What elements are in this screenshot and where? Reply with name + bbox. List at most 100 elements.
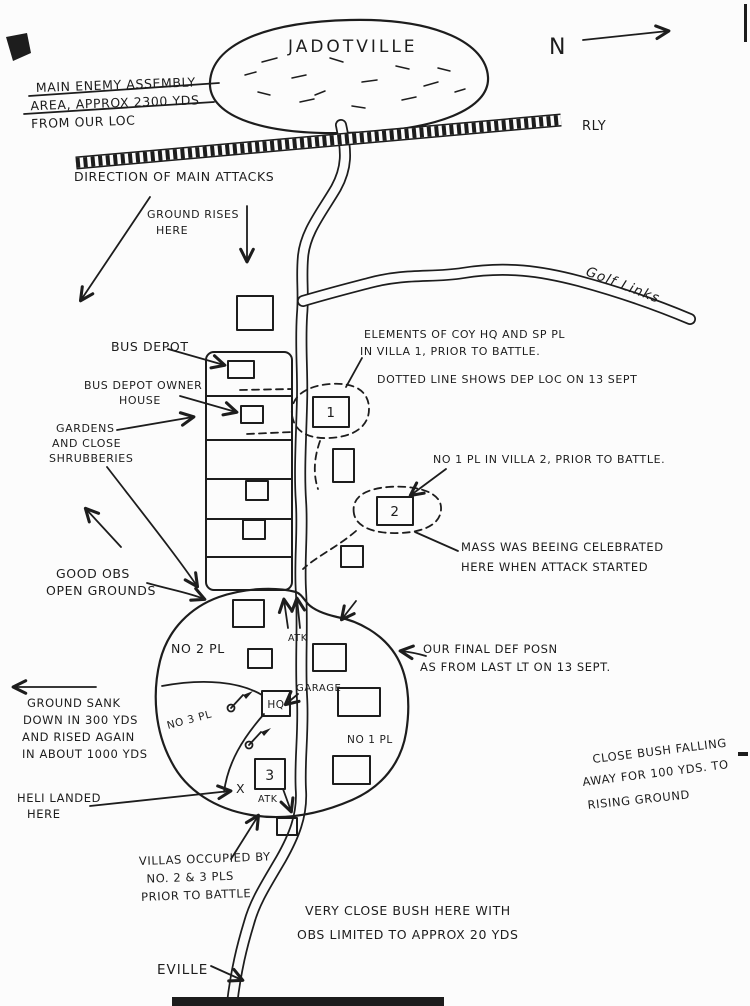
villa-1-building (312, 396, 350, 428)
weapon-position-flag-1 (226, 691, 253, 713)
no1pl-villa2-note: NO 1 PL IN VILLA 2, PRIOR TO BATTLE. (433, 453, 665, 466)
garden-plot-dividers (206, 395, 292, 558)
owner-house-arrow (179, 395, 239, 417)
jadotville-town-outline (208, 18, 490, 135)
small-roadside-square (340, 545, 364, 568)
atk-south-label: ATK (258, 794, 278, 805)
garden-outbuilding-2 (242, 519, 266, 540)
final-def-arrow (398, 644, 427, 661)
villas-occupied-line2: NO. 2 & 3 PLS (146, 869, 234, 886)
eville-label: EVILLE (157, 962, 208, 978)
mass-pointer-line (414, 531, 459, 552)
bus-depot-owner-line1: BUS DEPOT OWNER (84, 379, 202, 392)
atk-arrow-south (279, 788, 295, 814)
coy-hq-note-line1: ELEMENTS OF COY HQ AND SP PL (364, 328, 565, 341)
dep-loc-dashed-link-1 (239, 388, 293, 391)
garden-outbuilding-1 (245, 480, 269, 501)
villa1-dep-loc-dashed (291, 382, 370, 439)
final-def-line1: OUR FINAL DEF POSN (423, 642, 558, 656)
bus-depot-owner-house-building (240, 405, 264, 424)
ground-sank-line4: IN ABOUT 1000 YDS (22, 747, 148, 761)
mass-note-line1: MASS WAS BEEING CELEBRATED (461, 540, 664, 554)
gardens-line1: GARDENS (56, 422, 115, 435)
enemy-assembly-note: MAIN ENEMY ASSEMBLY AREA, APPROX 2300 YD… (30, 74, 200, 132)
good-obs-line1: GOOD OBS (56, 566, 130, 581)
heli-arrow (89, 784, 233, 807)
villa-2-building (376, 496, 414, 526)
gardens-line2: AND CLOSE (52, 437, 121, 450)
scan-artifact-bottom-bar (172, 997, 444, 1006)
dep-loc-dashed-link-4 (302, 530, 357, 570)
villas-occupied-arrow (230, 813, 261, 860)
bus-depot-owner-line2: HOUSE (119, 394, 161, 407)
dotted-line-note: DOTTED LINE SHOWS DEP LOC ON 13 SEPT (377, 373, 638, 386)
bus-depot-label: BUS DEPOT (111, 339, 189, 354)
bus-depot-building (227, 360, 255, 379)
weapon-position-flag-2 (244, 728, 271, 750)
heli-x-mark: X (236, 781, 245, 796)
very-close-bush-line1: VERY CLOSE BUSH HERE WITH (305, 903, 511, 918)
villa-3-number: 3 (265, 768, 275, 784)
junction-compound (236, 295, 274, 331)
ground-rises-line2: HERE (156, 224, 188, 237)
enemy-assembly-line2: AREA, APPROX 2300 YDS (30, 92, 200, 113)
bus-depot-arrow (167, 348, 227, 370)
no1pl-building-mid (337, 687, 381, 717)
good-obs-arrow-right (146, 582, 207, 602)
scan-artifact-corner (6, 33, 31, 61)
pen-stroke-1 (28, 82, 220, 97)
eville-arrow (210, 965, 245, 983)
atk-north-label: ATK (288, 633, 308, 644)
villa-2-number: 2 (390, 504, 399, 520)
scan-artifact-edge-mid (738, 752, 748, 756)
roadside-building (332, 448, 355, 483)
no2pl-outbuilding (247, 648, 273, 669)
ground-sank-line2: DOWN IN 300 YDS (23, 713, 138, 727)
good-obs-line2: OPEN GROUNDS (46, 583, 156, 598)
no1pl-building-upper (312, 643, 347, 672)
gardens-line3: SHRUBBERIES (49, 452, 133, 465)
no1pl-label: NO 1 PL (347, 734, 393, 746)
town-texture-scribbles (244, 57, 466, 109)
atk-arrow-diagonal (339, 600, 357, 622)
ground-sank-line1: GROUND SANK (27, 696, 121, 710)
town-label: JADOTVILLE (287, 37, 418, 57)
hq-label: HQ (267, 699, 284, 711)
dep-loc-dashed-link-2 (246, 431, 293, 435)
garage-arrow (283, 690, 301, 707)
villa-1-number: 1 (326, 405, 335, 421)
good-obs-arrow-up (83, 506, 122, 548)
direction-attacks-label: DIRECTION OF MAIN ATTACKS (74, 169, 274, 184)
platoon-boundary-line-1 (161, 680, 263, 696)
scan-artifact-edge-top (744, 4, 747, 42)
villas-occupied-line3: PRIOR TO BATTLE (141, 886, 252, 904)
atk-arrow-up-2 (290, 596, 307, 629)
enemy-assembly-line3: FROM OUR LOC (31, 113, 136, 132)
southern-small-building (276, 817, 298, 836)
heli-landed-line1: HELI LANDED (17, 791, 101, 805)
coy-hq-pointer-line (345, 357, 363, 388)
atk-arrow-up-1 (277, 597, 294, 629)
pen-stroke-2 (23, 101, 215, 115)
no2pl-villa-building (232, 599, 265, 628)
dep-loc-dashed-link-3 (313, 440, 321, 490)
compass-n-label: N (549, 35, 566, 60)
villa-3-building (254, 758, 286, 790)
railway-label: RLY (582, 119, 606, 134)
villas-occupied-line1: VILLAS OCCUPIED BY (139, 849, 272, 868)
gardens-arrow-lower (106, 466, 200, 589)
no1pl-building-lower (332, 755, 371, 785)
villas-occupied-note: VILLAS OCCUPIED BY NO. 2 & 3 PLS PRIOR T… (139, 849, 272, 904)
coy-hq-note-line2: IN VILLA 1, PRIOR TO BATTLE. (360, 345, 540, 358)
enemy-assembly-line1: MAIN ENEMY ASSEMBLY (36, 74, 196, 95)
final-def-line2: AS FROM LAST LT ON 13 SEPT. (420, 660, 611, 674)
final-def-position-outline (154, 587, 410, 819)
gardens-arrow-upper (116, 411, 196, 431)
mass-note-line2: HERE WHEN ATTACK STARTED (461, 560, 648, 574)
heli-landed-line2: HERE (27, 807, 61, 821)
very-close-bush-line2: OBS LIMITED TO APPROX 20 YDS (297, 927, 519, 942)
no2pl-label: NO 2 PL (171, 641, 225, 656)
